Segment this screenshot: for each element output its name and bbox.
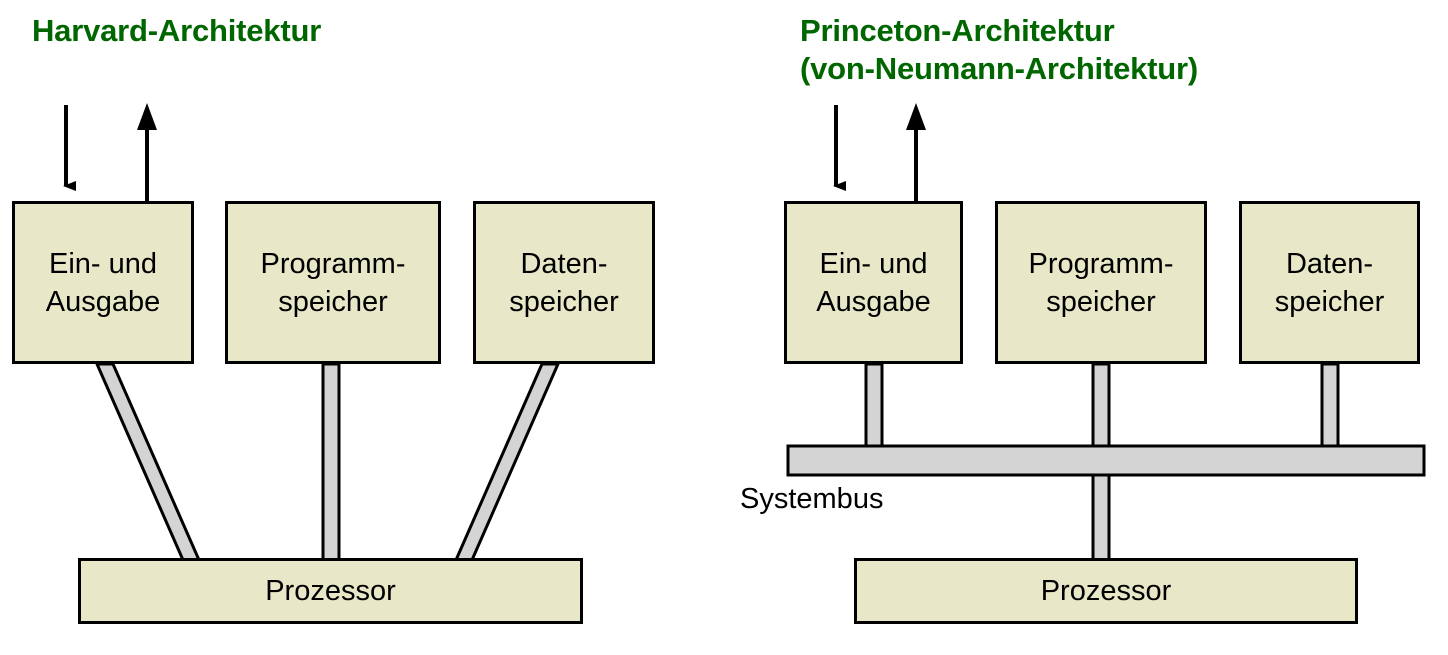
right-box-program-memory-line1: Programm- <box>1028 247 1174 280</box>
left-connector-program <box>321 362 341 562</box>
right-panel-title-line1: Princeton-Architektur <box>800 13 1115 48</box>
system-bus-label: Systembus <box>740 483 884 515</box>
right-connector-program <box>1091 362 1111 449</box>
left-box-data-memory: Daten- speicher <box>473 201 655 364</box>
left-box-program-memory: Programm- speicher <box>225 201 441 364</box>
left-box-data-memory-line1: Daten- <box>520 247 608 280</box>
right-box-io-line2: Ausgabe <box>816 285 931 318</box>
right-connector-data <box>1320 362 1340 449</box>
left-output-arrow <box>137 103 157 201</box>
right-box-data-memory-line1: Daten- <box>1285 247 1374 280</box>
right-box-program-memory: Programm- speicher <box>995 201 1207 364</box>
right-processor-box: Prozessor <box>854 558 1358 624</box>
right-output-arrow <box>906 103 926 201</box>
left-box-data-memory-line2: speicher <box>509 285 619 318</box>
left-box-io-line2: Ausgabe <box>45 285 161 318</box>
left-connector-data <box>453 362 561 562</box>
system-bus-bar <box>786 444 1426 477</box>
left-panel-title: Harvard-Architektur <box>32 13 322 48</box>
right-box-data-memory: Daten- speicher <box>1239 201 1420 364</box>
left-box-io-line1: Ein- und <box>48 247 157 280</box>
left-box-program-memory-line1: Programm- <box>260 247 406 280</box>
left-connector-io <box>94 362 202 562</box>
left-box-program-memory-line2: speicher <box>278 285 388 318</box>
right-connector-processor <box>1091 472 1111 562</box>
right-panel-title-line2: (von-Neumann-Architektur) <box>800 51 1199 86</box>
right-box-program-memory-line2: speicher <box>1046 285 1156 318</box>
left-processor-box: Prozessor <box>78 558 583 624</box>
right-connector-io <box>864 362 884 449</box>
right-processor-label: Prozessor <box>1040 574 1172 607</box>
right-box-io-line1: Ein- und <box>819 247 928 280</box>
right-box-data-memory-line2: speicher <box>1274 285 1385 318</box>
left-box-io: Ein- und Ausgabe <box>12 201 194 364</box>
left-processor-label: Prozessor <box>265 574 396 607</box>
right-box-io: Ein- und Ausgabe <box>784 201 963 364</box>
